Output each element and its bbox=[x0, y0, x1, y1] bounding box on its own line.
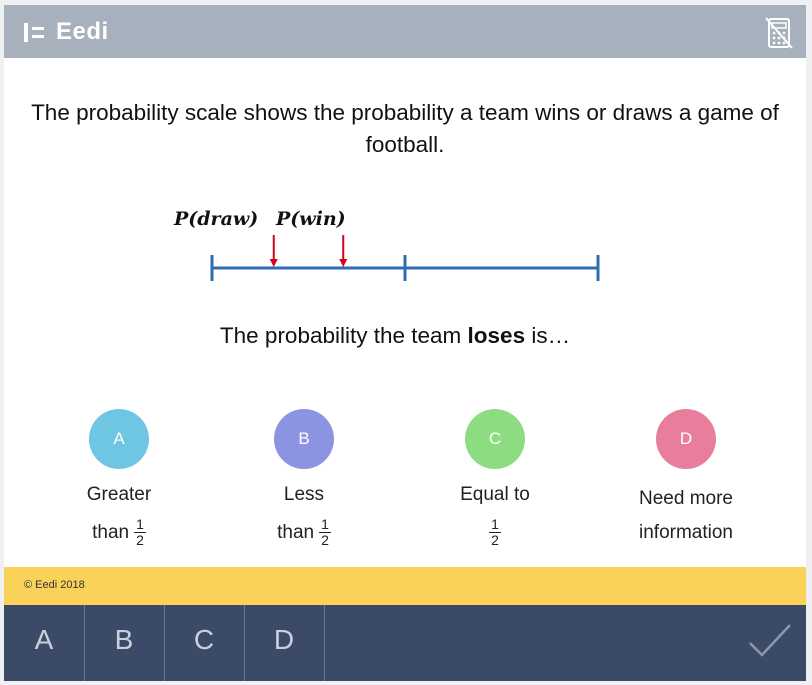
quiz-frame: Eedi The probability scale shows the pro… bbox=[4, 5, 806, 681]
footer-strip: © Eedi 2018 bbox=[4, 567, 806, 605]
question-text: The probability scale shows the probabil… bbox=[31, 100, 779, 157]
answer-button-a[interactable]: A bbox=[4, 605, 85, 681]
probability-scale: P(draw) P(win) bbox=[173, 208, 600, 281]
logo-text: Eedi bbox=[56, 18, 109, 45]
option-a-line1: Greater bbox=[86, 484, 152, 505]
option-d-line2: information bbox=[639, 522, 733, 543]
option-a-than: than bbox=[92, 521, 130, 543]
eedi-logo-icon bbox=[24, 21, 46, 43]
prompt-after: is… bbox=[525, 323, 571, 348]
arrow-draw bbox=[269, 235, 278, 267]
answer-button-d[interactable]: D bbox=[244, 605, 325, 681]
option-d-line1: Need more bbox=[639, 488, 733, 509]
copyright-text: © Eedi 2018 bbox=[24, 579, 85, 591]
option-c-line1: Equal to bbox=[460, 484, 530, 505]
submit-check-icon[interactable] bbox=[748, 621, 792, 661]
option-c-circle[interactable]: C bbox=[465, 409, 525, 469]
prompt-before: The probability the team bbox=[219, 323, 468, 348]
option-b-than: than bbox=[277, 521, 315, 543]
option-b[interactable]: B Less than 1 2 bbox=[209, 409, 399, 548]
eedi-logo: Eedi bbox=[24, 17, 109, 47]
option-b-line1: Less bbox=[283, 484, 325, 505]
label-p-win: P(win) bbox=[275, 208, 346, 230]
no-calculator-icon bbox=[765, 17, 793, 49]
option-c[interactable]: C Equal to 1 2 bbox=[400, 409, 590, 548]
option-d-circle[interactable]: D bbox=[656, 409, 716, 469]
prompt-bold: loses bbox=[467, 323, 526, 348]
fraction-one-half: 1 2 bbox=[489, 516, 501, 548]
fraction-one-half: 1 2 bbox=[319, 516, 331, 548]
answer-bar: A B C D bbox=[4, 605, 806, 681]
option-d[interactable]: D Need more information bbox=[591, 409, 781, 545]
arrow-win bbox=[339, 235, 348, 267]
answer-button-c[interactable]: C bbox=[164, 605, 245, 681]
prompt-text: The probability the team loses is… bbox=[4, 323, 786, 349]
answer-button-b[interactable]: B bbox=[84, 605, 165, 681]
header-bar: Eedi bbox=[4, 5, 806, 58]
label-p-draw: P(draw) bbox=[173, 208, 258, 230]
fraction-one-half: 1 2 bbox=[134, 516, 146, 548]
option-a[interactable]: A Greater than 1 2 bbox=[24, 409, 214, 548]
option-b-circle[interactable]: B bbox=[274, 409, 334, 469]
option-a-circle[interactable]: A bbox=[89, 409, 149, 469]
option-c-line2: 1 2 bbox=[400, 517, 590, 548]
option-b-line2: than 1 2 bbox=[209, 517, 399, 548]
option-a-line2: than 1 2 bbox=[24, 517, 214, 548]
